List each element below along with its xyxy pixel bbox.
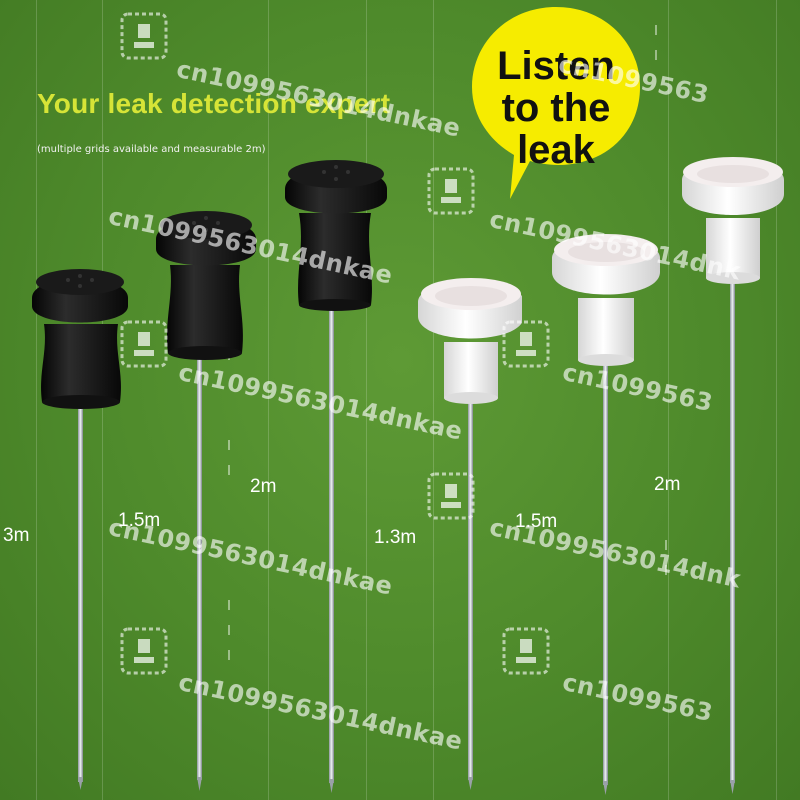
dimension-label: 1.3m [374,527,417,548]
headline: Your leak detection expert [37,88,391,119]
watermark-icon [427,472,475,520]
white-stake-short [412,272,522,792]
watermark-icon [427,167,475,215]
bubble-line-3: leak [517,128,595,172]
grid-line [268,0,269,800]
dimension-label: 3m [3,525,30,546]
speech-bubble: Listen to the leak [470,5,642,201]
grid-dash [228,600,230,610]
watermark-icon [502,627,550,675]
watermark-icon [502,320,550,368]
grid-dash [655,50,657,60]
white-stake-mid [548,228,668,798]
grid-dash [228,625,230,635]
grid-line [433,0,434,800]
bubble-line-1: Listen [497,44,615,88]
watermark-icon [120,12,168,60]
grid-dash [228,650,230,660]
grid-line [776,0,777,800]
black-stake-tall [283,155,393,795]
dimension-label: 2m [250,476,277,497]
dimension-label: 2m [654,474,681,495]
grid-line [668,0,669,800]
white-stake-tall [680,152,790,797]
grid-dash [228,440,230,450]
subline: (multiple grids available and measurable… [37,144,266,155]
dimension-label: 1.5m [515,511,558,532]
watermark-icon [120,627,168,675]
grid-dash [665,565,667,575]
grid-line [366,0,367,800]
grid-dash [228,465,230,475]
bubble-line-2: to the [501,86,611,130]
speech-bubble-shape [472,7,640,199]
black-stake-short [28,262,138,792]
grid-line [36,0,37,800]
black-stake-mid [152,205,262,795]
grid-dash [665,540,667,550]
grid-dash [655,25,657,35]
dimension-label: 1.5m [118,510,161,531]
watermark-icon [120,320,168,368]
